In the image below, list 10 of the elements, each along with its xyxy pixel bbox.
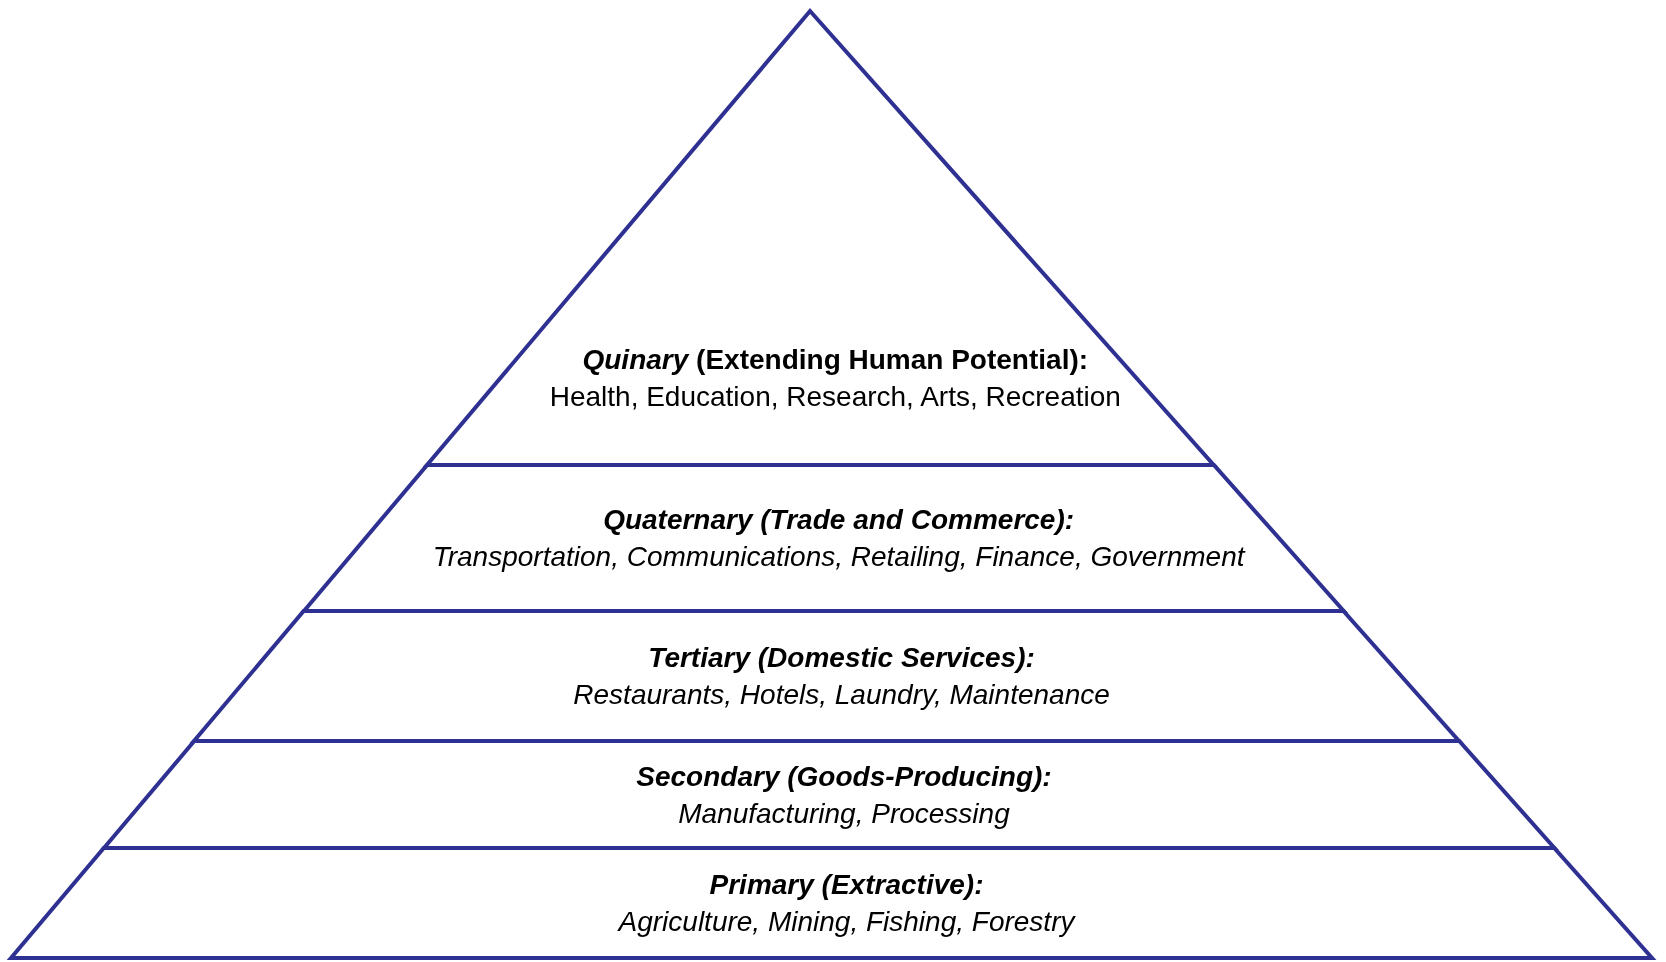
tier-examples: Health, Education, Research, Arts, Recreation xyxy=(549,380,1121,414)
tier-heading: Secondary (Goods-Producing): xyxy=(636,759,1052,794)
tier-heading: Tertiary (Domestic Services): xyxy=(648,641,1035,675)
tier-heading: Quaternary (Trade and Commerce): xyxy=(603,503,1075,537)
tier-examples: Transportation, Communications, Retailing, Finance, Government xyxy=(432,540,1245,574)
tier-examples: Manufacturing, Processing xyxy=(678,796,1010,831)
tier-examples: Restaurants, Hotels, Laundry, Maintenance xyxy=(573,678,1110,712)
tier-heading: Quinary (Extending Human Potential): xyxy=(582,343,1089,377)
tier-heading: Primary (Extractive): xyxy=(709,868,984,902)
tier-examples: Agriculture, Mining, Fishing, Forestry xyxy=(618,905,1075,939)
